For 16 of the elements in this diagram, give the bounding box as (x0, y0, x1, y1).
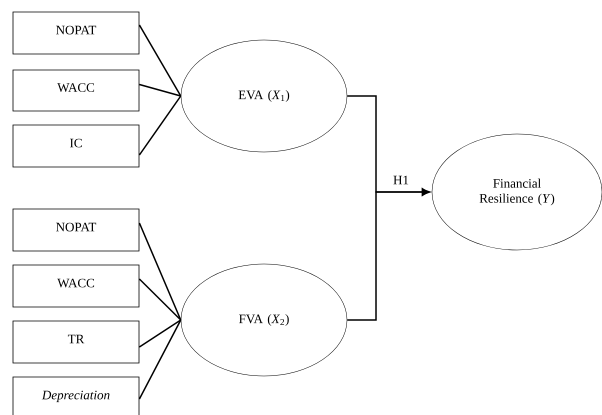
path-arrow (347, 188, 430, 321)
connector-line (138, 24, 182, 96)
edge-label: H1 (392, 174, 410, 186)
indicator-box: Depreciation (12, 376, 140, 415)
indicator-box: WACC (12, 70, 140, 112)
connector-line (139, 84, 181, 97)
connector-line (138, 320, 182, 400)
indicator-box: TR (12, 320, 140, 364)
connector-line (138, 222, 182, 320)
indicator-box: WACC (12, 264, 140, 308)
indicator-box: IC (12, 124, 140, 168)
indicator-box: NOPAT (12, 12, 140, 54)
connector-line (138, 278, 182, 321)
connector-line (138, 96, 182, 156)
indicator-box: NOPAT (12, 208, 140, 252)
connector-line (139, 319, 182, 348)
